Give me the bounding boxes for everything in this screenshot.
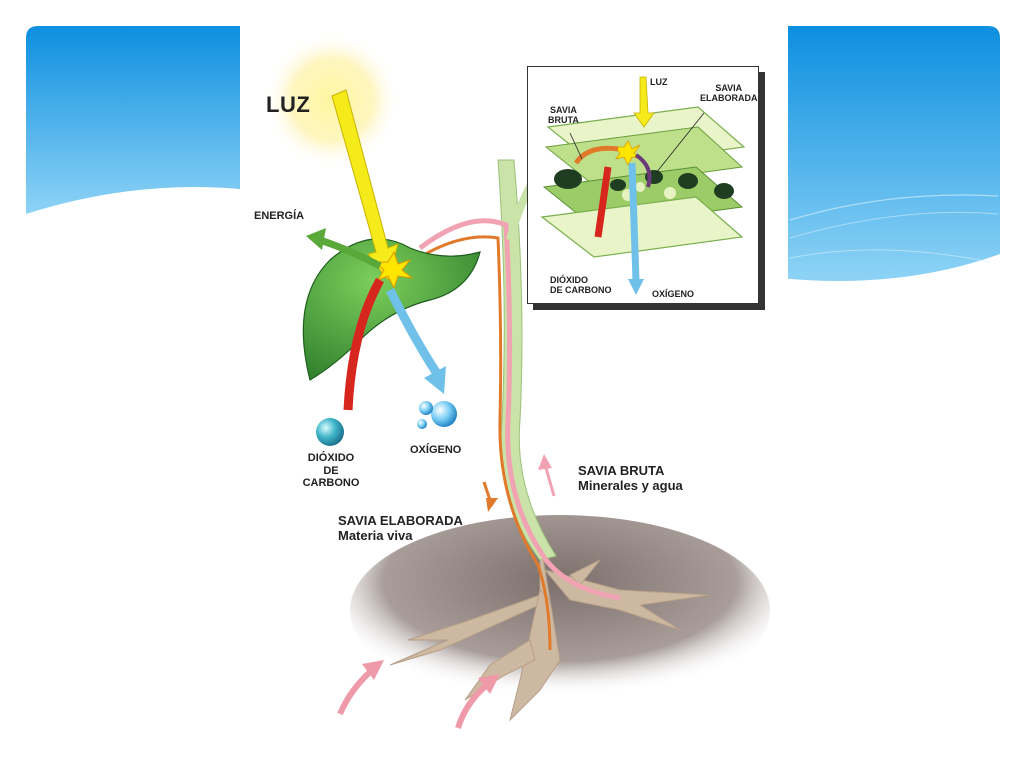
co2-molecule-icon xyxy=(316,418,344,446)
savia-bruta-label: SAVIA BRUTA Minerales y agua xyxy=(578,463,683,494)
stem xyxy=(497,159,557,561)
savia-bruta-vessel xyxy=(418,218,621,601)
savia-elaborada-vessel xyxy=(389,235,552,651)
energy-arrowhead xyxy=(306,228,326,250)
header-band-right xyxy=(780,26,1000,281)
oxygen-arrow xyxy=(385,287,440,375)
header-band-left xyxy=(26,26,250,214)
oxygen-arrowhead xyxy=(424,366,446,394)
savia-bruta-subtitle: Minerales y agua xyxy=(578,477,683,493)
oxygen-bubbles-icon xyxy=(417,401,457,429)
inset-savia-bruta-line2: BRUTA xyxy=(548,115,579,126)
inset-dioxido-line1: DIÓXIDO xyxy=(550,275,589,285)
inset-oxygen-arrow xyxy=(628,162,640,282)
soil-mound xyxy=(350,515,770,705)
water-intake-arrowhead-2 xyxy=(478,674,500,694)
savia-elaborada-label: SAVIA ELABORADA Materia viva xyxy=(338,513,463,544)
oxigeno-label: OXÍGENO xyxy=(410,444,462,456)
inset-savia-elaborada-line2: ELABORADA xyxy=(700,93,758,104)
luz-label: LUZ xyxy=(266,92,311,117)
dioxido-line2: DE xyxy=(323,464,339,477)
savia-elaborada-subtitle: Materia viva xyxy=(338,527,413,543)
inset-savia-elaborada-label: SAVIA ELABORADA xyxy=(700,83,758,104)
energy-arrow xyxy=(318,236,382,270)
dioxido-label: DIÓXIDO DE CARBONO xyxy=(296,452,366,490)
inset-dioxido-line2: DE CARBONO xyxy=(550,285,612,296)
savia-elaborada-flow-arrowhead xyxy=(486,498,498,512)
savia-bruta-title: SAVIA BRUTA xyxy=(578,463,665,478)
inset-dioxido-label: DIÓXIDO DE CARBONO xyxy=(550,275,612,296)
diagram-artwork xyxy=(264,32,770,729)
energia-label: ENERGÍA xyxy=(254,210,305,222)
reaction-spark-icon xyxy=(374,250,414,290)
inset-light-arrow xyxy=(633,76,655,128)
photosynthesis-diagram: LUZ SAVIA BRUTA SAVIA ELABORADA DIÓXIDO … xyxy=(240,0,788,768)
savia-bruta-flow-arrowhead xyxy=(538,454,552,470)
inset-oxigeno-label: OXÍGENO xyxy=(652,289,695,299)
leaf-cross-section-inset: LUZ SAVIA BRUTA SAVIA ELABORADA DIÓXIDO … xyxy=(527,66,759,304)
inset-artwork xyxy=(540,76,746,295)
water-intake-arrow-2 xyxy=(455,681,490,729)
water-intake-arrowhead-1 xyxy=(362,660,384,680)
savia-bruta-flow-arrow xyxy=(544,467,556,497)
inset-luz-label: LUZ xyxy=(650,77,668,87)
co2-arrow xyxy=(343,277,384,411)
water-intake-arrow-1 xyxy=(337,667,375,716)
inset-savia-bruta-line1: SAVIA xyxy=(549,105,577,115)
inset-spark-icon xyxy=(613,140,643,166)
inset-co2-arrow xyxy=(594,166,612,238)
inset-savia-bruta-arrow xyxy=(573,145,619,165)
inset-savia-bruta-label: SAVIA BRUTA xyxy=(548,105,579,126)
savia-elaborada-title: SAVIA ELABORADA xyxy=(338,513,463,528)
roots xyxy=(389,539,711,722)
sun-icon xyxy=(264,32,400,168)
inset-savia-elaborada-arrow xyxy=(634,153,652,188)
inset-oxygen-arrowhead xyxy=(628,279,644,295)
dioxido-line3: CARBONO xyxy=(302,477,360,490)
dioxido-line1: DIÓXIDO xyxy=(307,452,355,464)
inset-savia-elaborada-line1: SAVIA xyxy=(715,83,743,93)
